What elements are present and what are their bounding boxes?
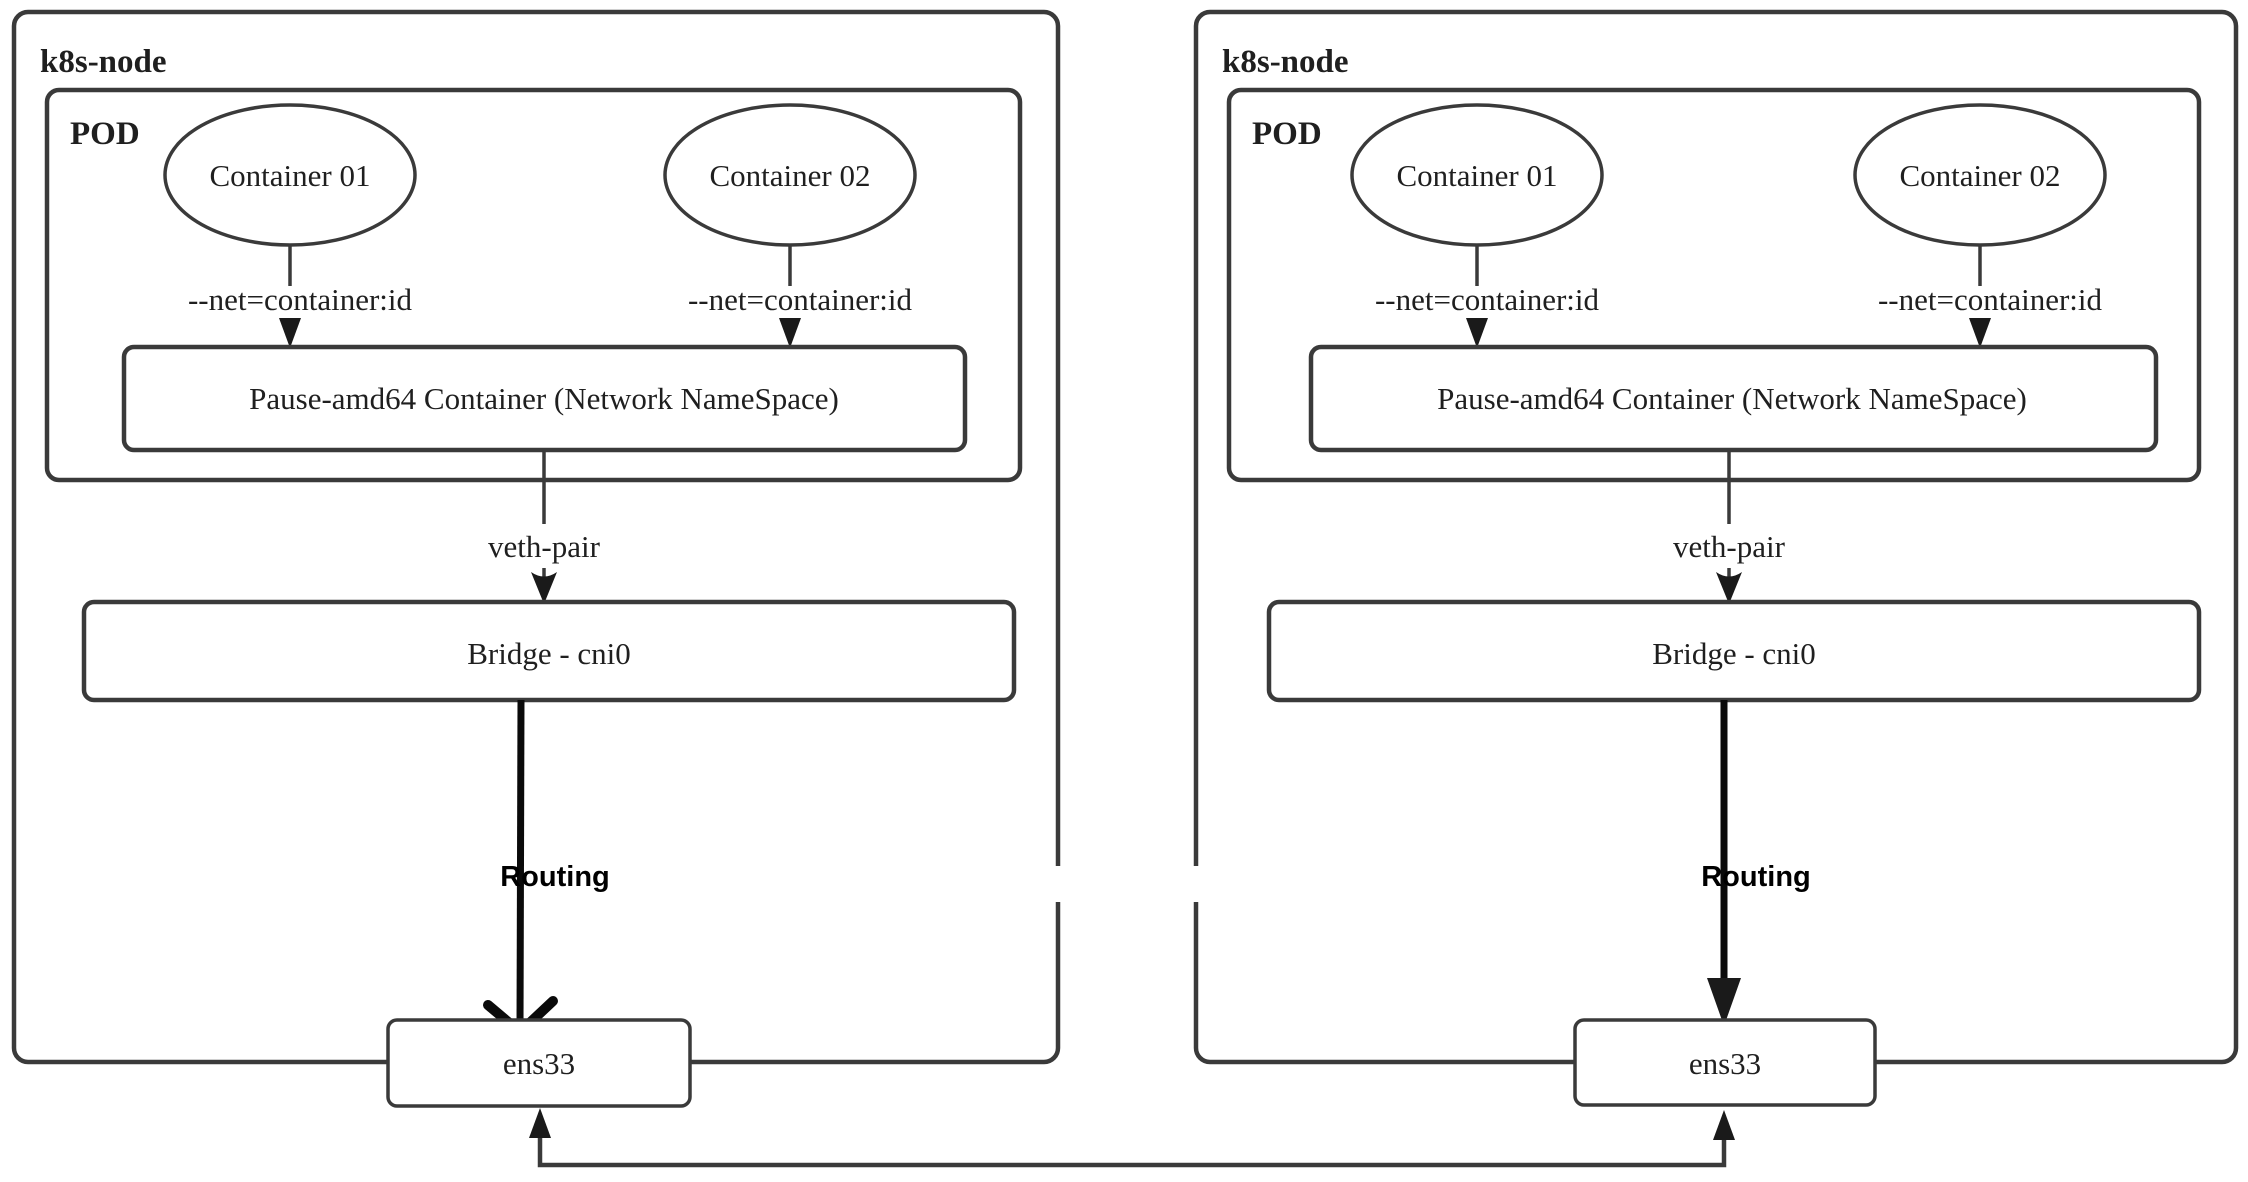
node-link-line [537, 1124, 1727, 1168]
arrow-up-icon [529, 1108, 551, 1138]
arrow-down-icon [1466, 318, 1488, 348]
border-gap [1048, 866, 1068, 902]
node-title: k8s-node [1222, 44, 1349, 80]
bridge-label: Bridge - cni0 [467, 636, 631, 671]
node-interconnect [529, 1108, 1735, 1168]
net-mode-label: --net=container:id [1375, 282, 1600, 317]
pause-container-box [1308, 344, 2159, 453]
node-title: k8s-node [40, 44, 167, 80]
net-mode-label: --net=container:id [188, 282, 413, 317]
arrow-down-icon [531, 572, 557, 604]
bridge-box [81, 599, 1017, 703]
arrow-up-icon [1713, 1110, 1735, 1140]
k8s-node-1: k8s-node POD Container 01 Container 02 -… [11, 9, 1061, 1108]
routing-arrow [516, 699, 525, 1027]
routing-label: Routing [500, 861, 610, 893]
pause-container-label: Pause-amd64 Container (Network NameSpace… [1437, 381, 2027, 416]
pod-label: POD [1252, 116, 1322, 152]
veth-pair-label: veth-pair [488, 529, 601, 564]
bridge-box [1266, 599, 2202, 703]
container-label: Container 01 [210, 158, 371, 193]
bridge-label: Bridge - cni0 [1652, 636, 1816, 671]
border-gap [1186, 866, 1206, 902]
ens33-label: ens33 [1689, 1046, 1761, 1081]
veth-pair-label: veth-pair [1673, 529, 1786, 564]
routing-arrowhead-icon [1707, 978, 1741, 1026]
container-label: Container 01 [1397, 158, 1558, 193]
ens33-box [386, 1018, 692, 1108]
arrow-down-icon [1716, 572, 1742, 604]
routing-label: Routing [1701, 861, 1811, 893]
label-backing [1661, 526, 1797, 566]
net-mode-label: --net=container:id [1878, 282, 2103, 317]
pod-label: POD [70, 116, 140, 152]
ens33-box [1573, 1018, 1877, 1107]
pause-container-label: Pause-amd64 Container (Network NameSpace… [249, 381, 839, 416]
k8s-node-2: k8s-node POD Container 01 Container 02 -… [1193, 9, 2239, 1107]
net-mode-label: --net=container:id [688, 282, 913, 317]
label-backing [476, 526, 612, 566]
ens33-label: ens33 [503, 1046, 575, 1081]
arrow-down-icon [779, 318, 801, 348]
arrow-down-icon [279, 318, 301, 348]
arrow-down-icon [1969, 318, 1991, 348]
container-label: Container 02 [1900, 158, 2061, 193]
container-label: Container 02 [710, 158, 871, 193]
